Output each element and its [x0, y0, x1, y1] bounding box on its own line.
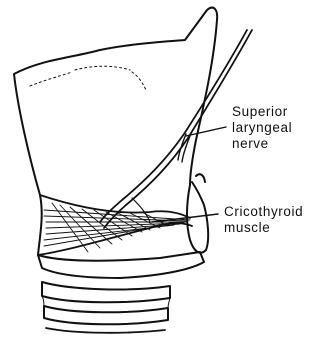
superior-laryngeal-nerve [100, 30, 252, 228]
tracheal-rings [42, 282, 170, 333]
inferior-horn [187, 174, 208, 253]
muscle-label-line-2: muscle [224, 220, 303, 236]
nerve-label-line-1: Superior [232, 104, 292, 120]
nerve-label-line-2: laryngeal [232, 120, 292, 136]
superior-laryngeal-nerve-label: Superior laryngeal nerve [232, 104, 292, 152]
thyroid-notch-texture [30, 66, 146, 90]
cricothyroid-muscle-label: Cricothyroid muscle [224, 204, 303, 236]
muscle-label-line-1: Cricothyroid [224, 204, 303, 220]
cricothyroid-muscle [38, 195, 192, 255]
cricoid-cartilage [38, 252, 204, 278]
nerve-label-line-3: nerve [232, 136, 292, 152]
